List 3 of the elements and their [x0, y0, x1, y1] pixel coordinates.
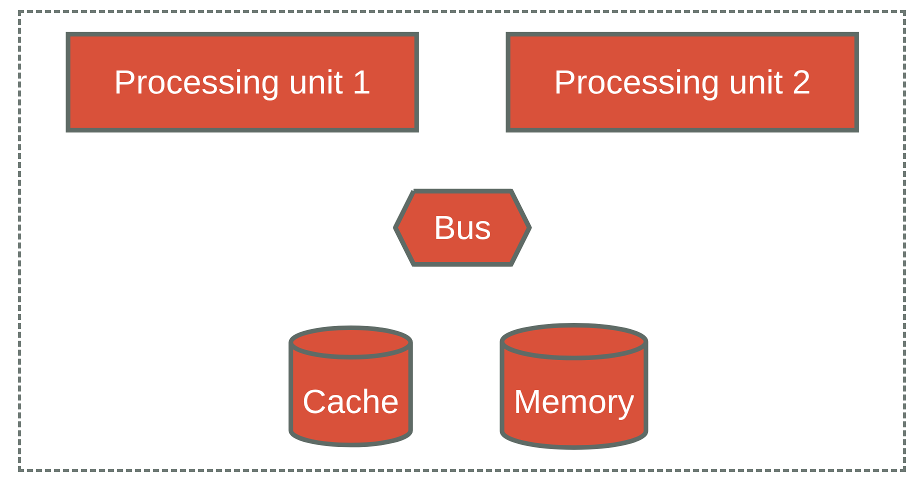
diagram: Processing unit 1 Processing unit 2 Bus Cache Memory	[38, 22, 886, 460]
node-box	[505, 32, 859, 133]
node-box	[65, 32, 419, 133]
